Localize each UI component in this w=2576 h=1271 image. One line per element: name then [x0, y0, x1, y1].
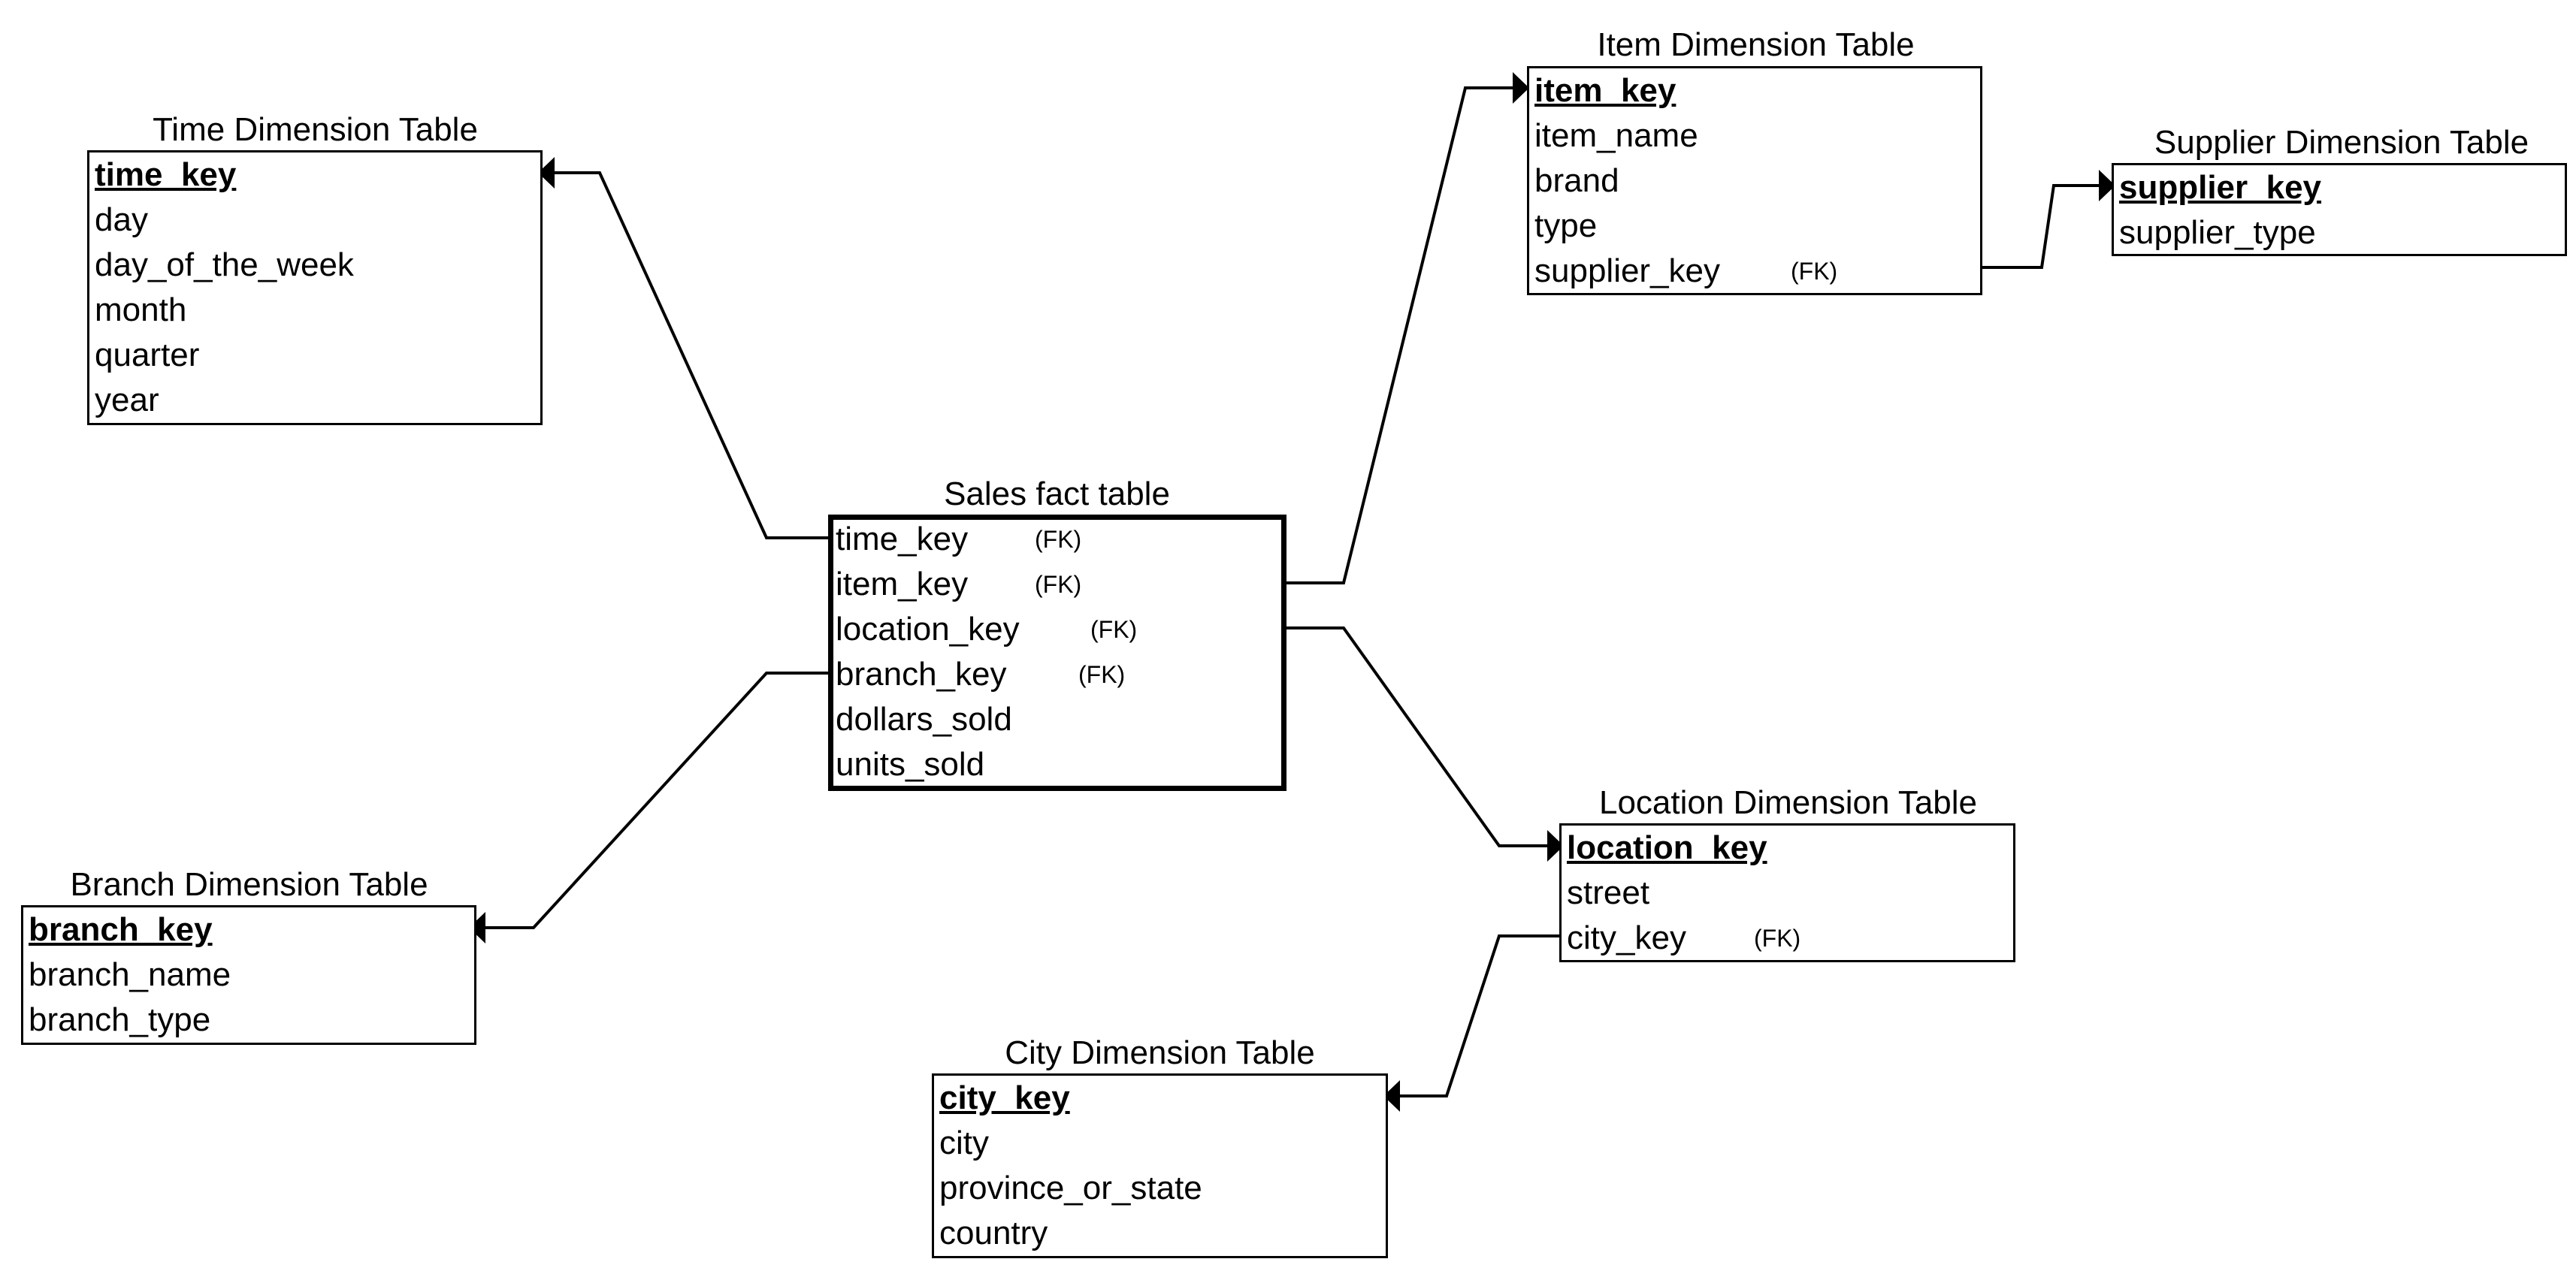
- field-time-key: time_key: [95, 156, 237, 193]
- field-day: day: [95, 201, 148, 238]
- connector-time: [552, 171, 829, 539]
- field-location-key: location_key: [1567, 829, 1767, 866]
- fk-tag-item-key: (FK): [1035, 571, 1082, 598]
- field-location-key-fk: location_key: [836, 611, 1020, 648]
- field-brand: brand: [1534, 162, 1619, 199]
- sales-fact-table: time_key (FK) item_key (FK) location_key…: [828, 515, 1286, 791]
- field-units-sold: units_sold: [836, 746, 985, 783]
- supplier-dimension-table: supplier_key supplier_type: [2112, 163, 2567, 256]
- field-supplier-type: supplier_type: [2119, 214, 2316, 251]
- fk-tag-time-key: (FK): [1035, 526, 1082, 553]
- connector-item: [1285, 86, 1513, 584]
- arrow-head-location: [1547, 830, 1564, 862]
- city-table-title: City Dimension Table: [1005, 1034, 1315, 1071]
- connector-location: [1285, 626, 1549, 847]
- supplier-table-title: Supplier Dimension Table: [2154, 124, 2529, 161]
- field-time-key-fk: time_key: [836, 521, 969, 557]
- location-dimension-table: location_key street city_key (FK): [1559, 823, 2015, 962]
- connector-city: [1398, 934, 1561, 1097]
- item-table-title: Item Dimension Table: [1597, 26, 1915, 63]
- fk-tag-location-key: (FK): [1090, 616, 1138, 643]
- field-type: type: [1534, 207, 1598, 244]
- field-quarter: quarter: [95, 337, 200, 373]
- field-month: month: [95, 291, 187, 328]
- field-supplier-key: supplier_key: [2119, 169, 2322, 206]
- arrow-head-branch: [469, 912, 485, 943]
- field-city-key: city_key: [939, 1079, 1070, 1116]
- field-province-or-state: province_or_state: [939, 1170, 1202, 1206]
- location-table-title: Location Dimension Table: [1598, 784, 1978, 821]
- field-dollars-sold: dollars_sold: [836, 701, 1012, 738]
- item-dimension-table: item_key item_name brand type supplier_k…: [1527, 66, 1982, 295]
- field-street: street: [1567, 874, 1650, 911]
- arrow-head-item: [1513, 72, 1529, 104]
- field-item-name: item_name: [1534, 117, 1698, 154]
- field-year: year: [95, 382, 159, 418]
- field-country: country: [939, 1215, 1048, 1251]
- connector-supplier: [1982, 184, 2100, 269]
- fk-tag-branch-key: (FK): [1078, 661, 1126, 688]
- field-item-key: item_key: [1534, 72, 1677, 109]
- arrow-head-time: [538, 157, 555, 189]
- field-item-key-fk: item_key: [836, 566, 969, 602]
- sales-table-title: Sales fact table: [944, 475, 1170, 512]
- field-supplier-key-fk: supplier_key: [1534, 252, 1721, 289]
- fk-tag-supplier-key: (FK): [1791, 258, 1838, 285]
- time-dimension-table: time_key day day_of_the_week month quart…: [87, 150, 543, 425]
- branch-dimension-table: branch_key branch_name branch_type: [21, 905, 476, 1045]
- city-dimension-table: city_key city province_or_state country: [932, 1073, 1388, 1258]
- fk-tag-city-key: (FK): [1754, 925, 1801, 952]
- field-city: city: [939, 1125, 989, 1161]
- field-branch-key-fk: branch_key: [836, 656, 1007, 693]
- arrow-head-supplier: [2099, 170, 2115, 201]
- field-city-key-fk: city_key: [1567, 919, 1686, 956]
- field-branch-type: branch_type: [29, 1001, 211, 1038]
- field-branch-key: branch_key: [29, 911, 213, 948]
- arrow-head-city: [1383, 1080, 1400, 1112]
- branch-table-title: Branch Dimension Table: [70, 866, 428, 903]
- connector-branch: [483, 672, 829, 929]
- field-day-of-the-week: day_of_the_week: [95, 246, 354, 283]
- time-table-title: Time Dimension Table: [153, 111, 478, 148]
- field-branch-name: branch_name: [29, 956, 231, 993]
